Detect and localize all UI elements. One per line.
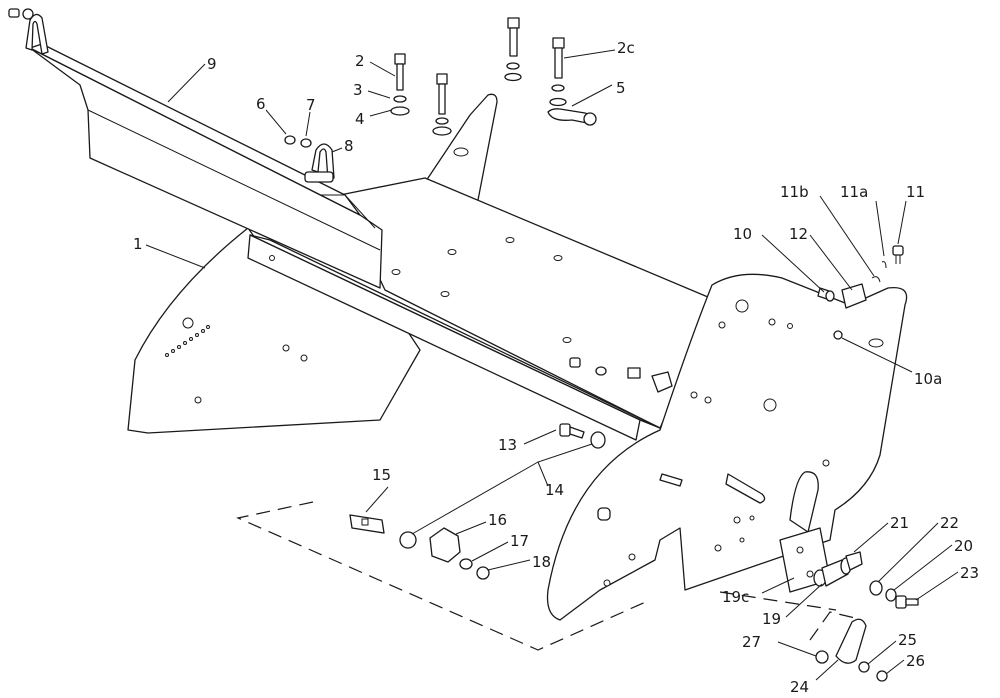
nut-10a <box>833 330 843 340</box>
label-4: 4 <box>355 110 365 128</box>
clip-11a <box>881 261 887 269</box>
screw-6-washer-7 <box>284 135 312 148</box>
pin-13 <box>559 423 585 439</box>
boss <box>597 507 611 521</box>
left-panel-holes <box>165 317 308 404</box>
square-key <box>659 473 683 487</box>
label-14: 14 <box>545 481 564 499</box>
label-24: 24 <box>790 678 809 696</box>
label-6: 6 <box>256 95 266 113</box>
plate-19c-holes <box>796 546 814 578</box>
label-22: 22 <box>940 514 959 532</box>
top-bar-hood <box>29 47 383 289</box>
spacer-tube <box>725 473 766 504</box>
rear-upright-slot <box>453 147 469 157</box>
pad-15 <box>349 514 385 534</box>
leader-lines <box>145 49 959 681</box>
front-beam-hole <box>269 255 275 261</box>
bolt-23 <box>895 595 919 609</box>
label-8: 8 <box>344 137 354 155</box>
knob-16 <box>429 527 461 563</box>
label-1: 1 <box>133 235 143 253</box>
clip-11b <box>871 276 881 283</box>
bracket-21 <box>845 551 863 571</box>
floor-hardware <box>569 357 712 404</box>
label-7: 7 <box>306 96 316 114</box>
label-11a: 11a <box>840 183 868 201</box>
lever-arm <box>789 471 819 533</box>
nut-26 <box>876 670 888 682</box>
label-9: 9 <box>207 55 217 73</box>
label-11b: 11b <box>780 183 809 201</box>
sub-assembly-outline <box>809 611 856 641</box>
label-26: 26 <box>906 652 925 670</box>
ground-outline-right <box>719 591 837 611</box>
pin-10 <box>817 287 835 302</box>
link-plate-5 <box>547 108 597 126</box>
label-2: 2 <box>355 52 365 70</box>
label-23: 23 <box>960 564 979 582</box>
bolt-2c <box>549 37 567 107</box>
label-13: 13 <box>498 436 517 454</box>
washer-25 <box>858 661 870 673</box>
cam-24 <box>835 618 867 664</box>
left-end-hook <box>25 13 49 55</box>
floor-plate-holes <box>391 237 572 343</box>
ground-outline <box>236 501 651 651</box>
top-left-screw <box>8 8 34 20</box>
label-10: 10 <box>733 225 752 243</box>
label-10a: 10a <box>914 370 942 388</box>
bracket-12 <box>841 283 867 309</box>
nut-18 <box>476 566 490 580</box>
label-5: 5 <box>616 79 626 97</box>
label-2c: 2c <box>617 39 635 57</box>
washer-22 <box>869 580 883 596</box>
bolt-back <box>504 17 522 82</box>
label-15: 15 <box>372 466 391 484</box>
label-12: 12 <box>789 225 808 243</box>
bolt-2 <box>390 53 410 116</box>
washer-17 <box>459 558 473 570</box>
label-16: 16 <box>488 511 507 529</box>
label-18: 18 <box>532 553 551 571</box>
spring-27 <box>815 650 829 664</box>
washer-14 <box>590 431 606 449</box>
label-19c: 19c <box>722 588 749 606</box>
washer-14b <box>399 531 417 549</box>
screw-11 <box>892 245 904 264</box>
pivot-19 <box>813 557 852 587</box>
label-17: 17 <box>510 532 529 550</box>
washer-20 <box>885 588 897 602</box>
part-labels: 9 2 2c 3 4 5 6 7 8 1 11b 11a 11 10 12 10… <box>133 39 979 696</box>
top-bar-fold-line <box>87 109 381 251</box>
label-3: 3 <box>353 81 363 99</box>
hook-base <box>304 171 334 183</box>
label-21: 21 <box>890 514 909 532</box>
pad-15-slot <box>361 518 369 526</box>
bolt-center <box>432 73 452 136</box>
front-beam-face <box>247 234 641 441</box>
label-27: 27 <box>742 633 761 651</box>
label-25: 25 <box>898 631 917 649</box>
top-bar-end <box>320 194 376 229</box>
label-11: 11 <box>906 183 925 201</box>
left-side-panel <box>127 227 421 434</box>
label-20: 20 <box>954 537 973 555</box>
label-19: 19 <box>762 610 781 628</box>
